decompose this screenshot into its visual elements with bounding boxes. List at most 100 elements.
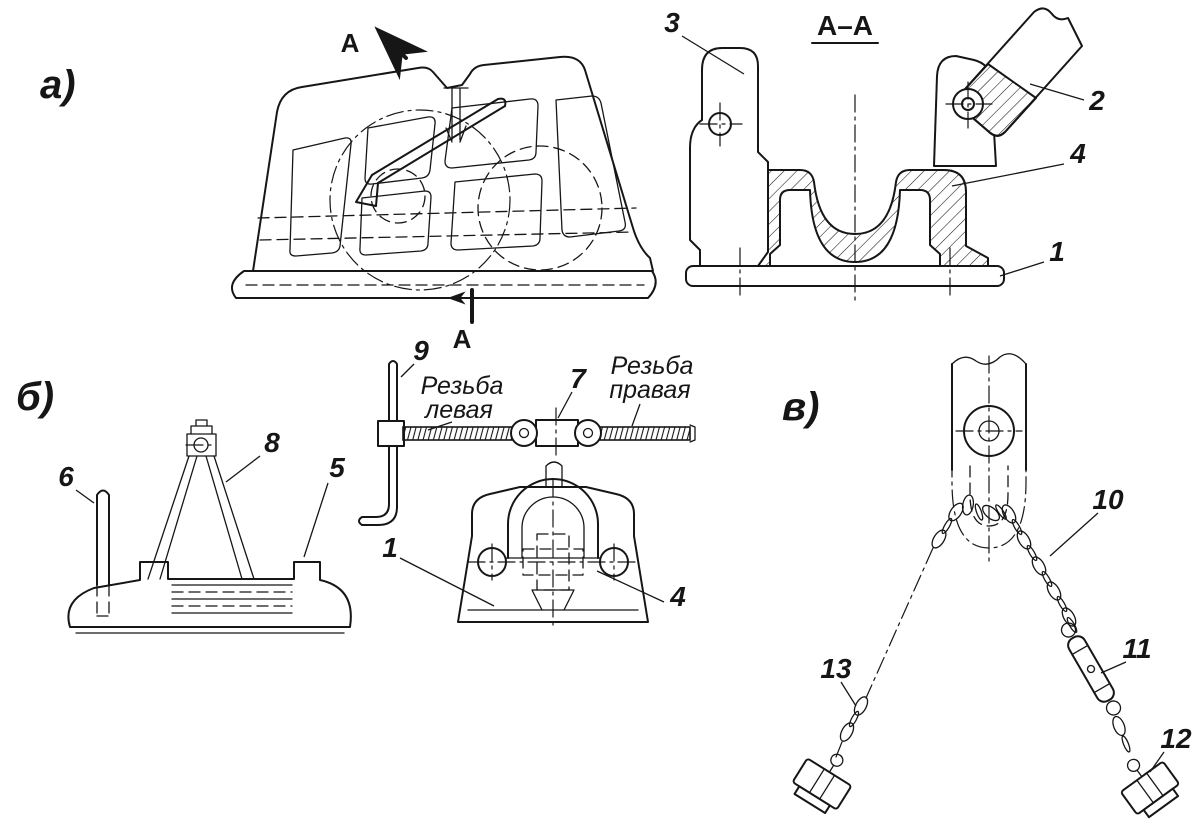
front-view-with-screw: 9 7 Резьба левая Резьба правая <box>358 335 696 631</box>
view-v-label: в) <box>782 385 819 429</box>
part-number-12: 12 <box>1160 723 1192 754</box>
hook-eye-inner <box>969 465 1009 527</box>
left-chain-links-13 <box>839 696 869 742</box>
clamp-body-outline <box>252 55 654 272</box>
part-number-1: 1 <box>1049 236 1065 267</box>
screw-rod <box>377 105 506 184</box>
part-number-5: 5 <box>329 452 345 483</box>
turnbuckle-eye-bottom <box>1105 700 1122 716</box>
leader-line <box>596 570 665 603</box>
left-chain-phantom <box>865 547 934 699</box>
right-chain <box>1001 504 1078 634</box>
part-number-4: 4 <box>1069 138 1086 169</box>
part-number-9: 9 <box>413 335 429 366</box>
thread-left-label-line1: Резьба <box>421 372 504 400</box>
part-number-13: 13 <box>820 653 852 684</box>
thread-right-label-line1: Резьба <box>611 352 694 380</box>
view-b-side: б) 6 8 5 <box>16 375 352 634</box>
part-number-8: 8 <box>264 427 280 458</box>
part-number-7: 7 <box>570 363 587 394</box>
hidden-circle <box>477 145 603 271</box>
pin <box>96 489 110 586</box>
shank-break-line <box>951 353 1027 365</box>
thread-left-label-line2: левая <box>423 396 493 424</box>
turnbuckle-eye-top <box>1060 622 1077 638</box>
leader-line <box>303 482 329 558</box>
left-grab <box>792 753 852 815</box>
leader-line <box>999 261 1045 277</box>
left-grab-flange <box>793 785 831 815</box>
leader-line <box>1049 512 1099 557</box>
right-grab <box>1120 758 1180 819</box>
jaw-centerline-circle <box>329 109 511 291</box>
section-letter-top: А <box>341 28 360 58</box>
view-a-pictorial: а) А А <box>40 26 657 354</box>
part-number-6: 6 <box>58 461 74 492</box>
part-number-10: 10 <box>1092 484 1124 515</box>
pin-hidden <box>96 584 110 617</box>
section-mark-top <box>374 26 429 81</box>
pivot-centerlines <box>945 81 993 129</box>
sling-legs <box>147 455 255 580</box>
view-b-label: б) <box>16 375 54 419</box>
hidden-circle <box>370 168 426 224</box>
screw-rod <box>371 98 499 176</box>
part-number-2: 2 <box>1088 85 1105 116</box>
screw-stud <box>443 87 469 143</box>
base-plate-outline <box>230 270 657 299</box>
channel-cross-section <box>705 169 989 267</box>
part-number-1b: 1 <box>382 532 398 563</box>
bottom-jaw <box>531 589 575 611</box>
view-a-label: а) <box>40 63 76 107</box>
thread-right-section <box>599 426 691 441</box>
frame-opening <box>289 137 352 257</box>
frame-opening <box>444 98 539 169</box>
top-stud <box>545 461 563 488</box>
hidden-line <box>259 231 635 241</box>
hidden-line <box>257 207 637 219</box>
leader-line <box>75 489 95 504</box>
leader-line <box>1100 661 1127 674</box>
leader-line <box>951 163 1065 187</box>
frame-opening <box>555 95 627 238</box>
rod-end-cap <box>689 424 696 443</box>
turnbuckle-center-block <box>535 419 579 447</box>
leader-line <box>1029 83 1085 101</box>
view-v-sling: в) <box>782 353 1192 819</box>
thread-left-section <box>402 426 513 441</box>
screw-rod-tip <box>497 97 507 107</box>
turnbuckle-body <box>1067 635 1115 703</box>
jaw-serration <box>171 584 293 614</box>
foot-centerline <box>739 247 951 301</box>
turnbuckle <box>1060 622 1122 716</box>
right-eye-pin <box>582 427 594 439</box>
leader-line <box>399 557 495 607</box>
turnbuckle-hole <box>1086 664 1096 674</box>
clamp-housing <box>457 486 649 623</box>
jaw-serration-hidden <box>171 591 293 607</box>
leader-line <box>400 363 415 378</box>
frame-opening <box>450 173 543 251</box>
section-letter-bottom: А <box>453 324 472 354</box>
left-grab-stem <box>828 764 835 773</box>
frame-opening <box>359 190 432 256</box>
l-handle <box>358 360 398 526</box>
hook-shank-sides <box>951 363 1027 471</box>
part-number-4b: 4 <box>669 581 686 612</box>
bail-outer <box>507 478 599 559</box>
leader-line <box>840 681 857 707</box>
section-aa-view: А–А 3 2 4 1 <box>664 7 1105 306</box>
boss-centerline <box>491 543 615 581</box>
left-grab-eye <box>830 753 844 767</box>
chain-top-cluster <box>931 494 1007 549</box>
right-grab-eye <box>1126 758 1141 772</box>
leader-line <box>225 455 261 483</box>
left-grab-slot <box>808 768 836 800</box>
left-eye-pin <box>518 427 530 439</box>
right-grab-slot <box>1136 772 1164 804</box>
right-eye <box>574 419 602 447</box>
right-grab-stem <box>1136 769 1143 778</box>
leader-line <box>557 391 573 419</box>
part-number-11: 11 <box>1122 633 1151 664</box>
